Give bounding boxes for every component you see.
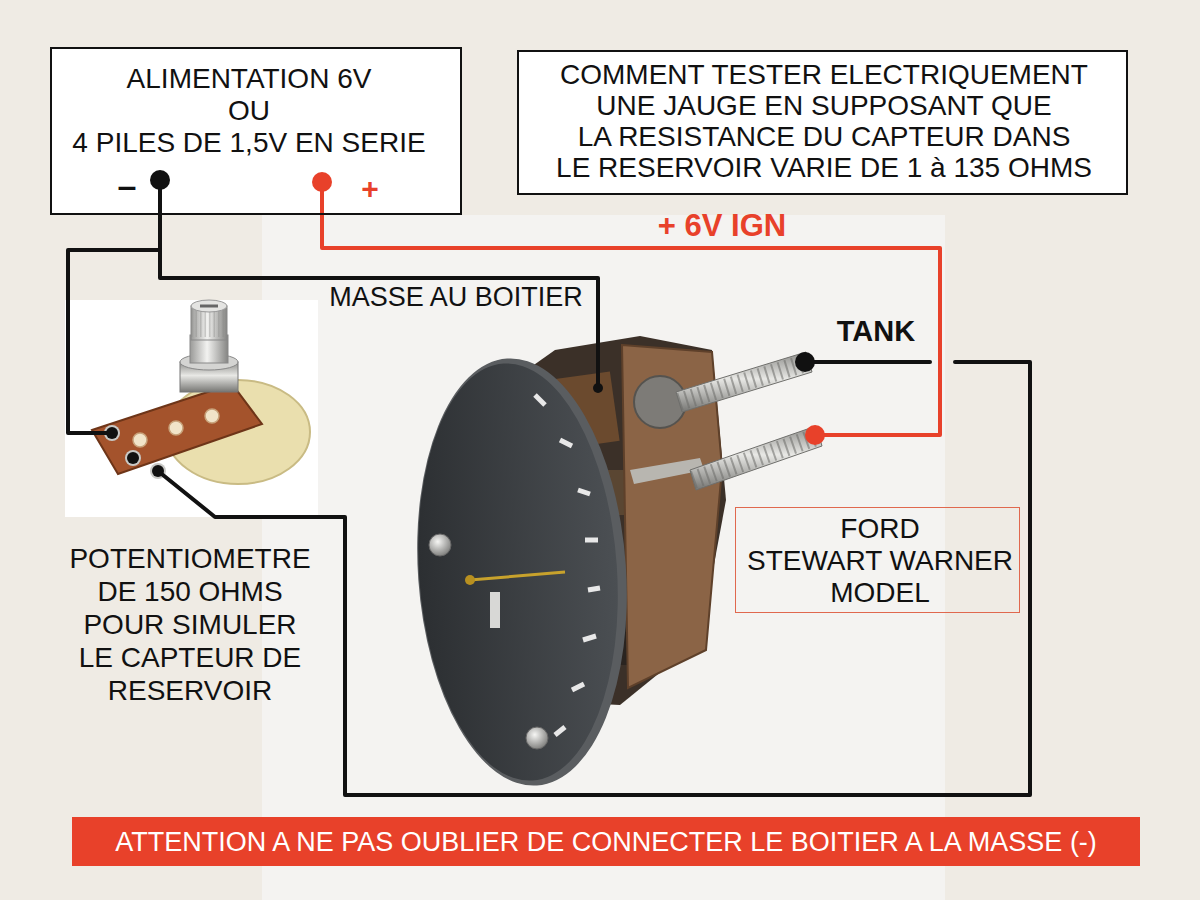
board-hole [205,409,219,423]
potentiometer-board [92,384,262,474]
supply-text: ALIMENTATION 6V OU 4 PILES DE 1,5V EN SE… [72,63,425,159]
stud-thread [679,362,809,402]
dial-pointer-base [490,592,500,628]
threaded-stud [676,352,812,412]
box-fill [517,50,1128,195]
tank-wire [158,362,1030,795]
title-text: COMMENT TESTER ELECTRIQUEMENT UNE JAUGE … [556,59,1092,183]
warning-banner: ATTENTION A NE PAS OUBLIER DE CONNECTER … [72,817,1140,866]
gauge-needle [470,572,565,580]
dial-mark [588,588,600,590]
model-box: FORD STEWART WARNER MODEL [735,507,1020,613]
terminal-dot [805,425,825,445]
dial-mark [585,538,598,543]
wire-label: MASSE AU BOITIER [329,282,583,313]
title-box: COMMENT TESTER ELECTRIQUEMENT UNE JAUGE … [517,50,1128,195]
ignition-wire [322,182,940,435]
terminal-sign: – [118,166,137,205]
terminal-sign: + [361,171,379,206]
box-fill [50,47,462,215]
component-caption: POTENTIOMETRE DE 150 OHMS POUR SIMULER L… [69,542,310,707]
terminal-pin [125,450,141,466]
terminal-label: TANK [837,315,915,348]
dial-mark [572,684,584,690]
power-supply-box: ALIMENTATION 6V OU 4 PILES DE 1,5V EN SE… [50,47,462,215]
wire-label: + 6V IGN [658,208,786,244]
needle-pivot [465,575,475,585]
board-hole [169,421,183,435]
dial-mark [578,490,590,494]
ground-wire [160,180,598,388]
dial-mark [583,636,596,640]
dial-mark [560,440,572,446]
photo-ground [65,300,318,517]
threaded-stud [690,426,822,490]
terminal-dot [593,383,603,393]
mounting-screw [429,534,451,556]
gauge-dial [405,357,632,788]
potentiometer-shaft [191,300,227,312]
ground-wire [68,250,160,433]
terminal-dot [152,465,164,477]
gauge-dial-rim [403,351,640,792]
terminal-pin [104,425,120,441]
terminal-dot [312,172,332,192]
stud-thread [693,436,819,480]
dial-mark [535,395,545,405]
warning-text: ATTENTION A NE PAS OUBLIER DE CONNECTER … [115,826,1097,858]
terminal-dot [795,352,815,372]
dial-mark [555,727,565,735]
board-hole [133,433,147,447]
terminal-dot [127,452,139,464]
terminal-dot [106,427,118,439]
mounting-screw [526,727,548,749]
tank-wire [805,360,930,364]
terminal-dot [150,170,170,190]
model-text: FORD STEWART WARNER MODEL [747,513,1013,609]
shaft-slot [200,305,218,308]
gauge-washer [634,376,686,428]
